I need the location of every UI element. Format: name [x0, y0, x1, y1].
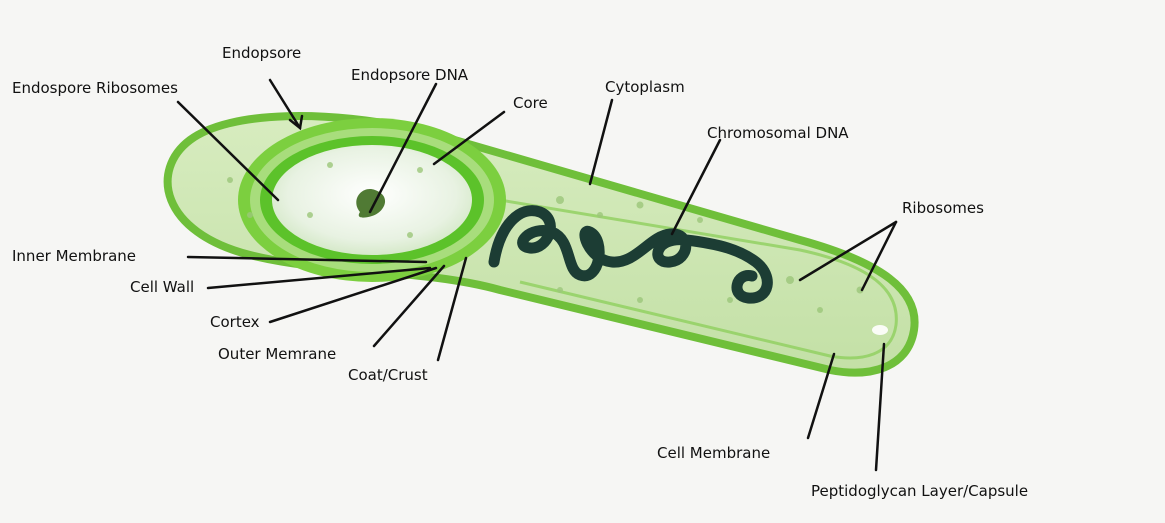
label-endopsore-dna: Endopsore DNA: [351, 66, 468, 84]
label-ribosomes: Ribosomes: [902, 199, 984, 217]
label-cell-wall: Cell Wall: [130, 278, 194, 296]
label-coat-crust: Coat/Crust: [348, 366, 428, 384]
label-cell-membrane: Cell Membrane: [657, 444, 770, 462]
label-inner-membrane: Inner Membrane: [12, 247, 136, 265]
label-chromosomal-dna: Chromosomal DNA: [707, 124, 849, 142]
line-cytoplasm: [590, 100, 612, 184]
label-endopsore: Endopsore: [222, 44, 301, 62]
label-peptidoglycan: Peptidoglycan Layer/Capsule: [811, 482, 1028, 500]
label-outer-memrane: Outer Memrane: [218, 345, 336, 363]
highlight: [872, 325, 888, 335]
label-cortex: Cortex: [210, 313, 260, 331]
label-endospore-ribosomes: Endospore Ribosomes: [12, 79, 178, 97]
label-core: Core: [513, 94, 548, 112]
label-cytoplasm: Cytoplasm: [605, 78, 685, 96]
